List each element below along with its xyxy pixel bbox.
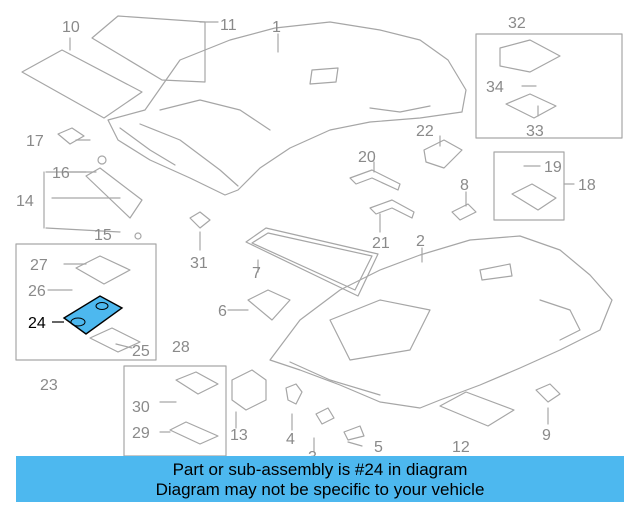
callout-9: 9	[542, 427, 551, 444]
callout-22: 22	[416, 123, 434, 140]
part-2-drawing	[269, 235, 613, 409]
callout-6: 6	[218, 303, 227, 320]
part-3-drawing	[315, 407, 335, 425]
part-1-drawing	[107, 21, 467, 196]
callout-20: 20	[358, 149, 376, 166]
callout-34: 34	[486, 79, 504, 96]
box-32	[475, 33, 623, 139]
callout-24: 24	[28, 315, 46, 332]
part-31-drawing	[189, 211, 211, 229]
part-6-drawing	[247, 289, 291, 321]
callout-1: 1	[272, 19, 281, 36]
callout-15: 15	[94, 227, 112, 244]
callout-5: 5	[374, 439, 383, 456]
callout-18: 18	[578, 177, 596, 194]
box-23	[15, 243, 157, 361]
callout-27: 27	[30, 257, 48, 274]
banner-line-1: Part or sub-assembly is #24 in diagram	[172, 460, 468, 479]
callout-labels: 1 2 3 4 5 6 7 8 9 10 11 12 13 14 15 16 1…	[16, 15, 596, 466]
part-13-drawing	[231, 369, 267, 411]
callout-14: 14	[16, 193, 34, 210]
callout-28: 28	[172, 339, 190, 356]
part-12-drawing	[439, 391, 515, 427]
callout-32: 32	[508, 15, 526, 32]
part-7-drawing	[245, 227, 379, 297]
callout-17: 17	[26, 133, 44, 150]
callout-21: 21	[372, 235, 390, 252]
callout-33: 33	[526, 123, 544, 140]
sun-visor-drawing	[85, 167, 143, 219]
callout-29: 29	[132, 425, 150, 442]
part-4-drawing	[285, 383, 303, 405]
banner-line-2: Diagram may not be specific to your vehi…	[155, 480, 485, 499]
callout-23: 23	[40, 377, 58, 394]
box-18	[493, 151, 565, 221]
callout-11: 11	[220, 17, 237, 34]
callout-16: 16	[52, 165, 70, 182]
callout-13: 13	[230, 427, 248, 444]
callout-19: 19	[544, 159, 562, 176]
part-24-highlight	[52, 295, 124, 335]
part-22-drawing	[423, 139, 463, 169]
part-21-drawing	[369, 199, 415, 219]
part-20-drawing	[349, 169, 401, 191]
part-10-drawing	[21, 49, 143, 119]
callout-12: 12	[452, 439, 470, 456]
callout-25: 25	[132, 343, 150, 360]
callout-4: 4	[286, 431, 295, 448]
part-8-drawing	[451, 203, 477, 221]
part-11-drawing	[91, 15, 206, 83]
part-9-drawing	[535, 383, 561, 403]
callout-26: 26	[28, 283, 46, 300]
part-17-drawing	[57, 127, 85, 145]
callout-30: 30	[132, 399, 150, 416]
part-5-drawing	[343, 425, 365, 441]
info-banner: Part or sub-assembly is #24 in diagram D…	[16, 456, 624, 502]
callout-10: 10	[62, 19, 80, 36]
callout-8: 8	[460, 177, 469, 194]
callout-7: 7	[252, 265, 261, 282]
callout-31: 31	[190, 255, 208, 272]
callout-2: 2	[416, 233, 425, 250]
